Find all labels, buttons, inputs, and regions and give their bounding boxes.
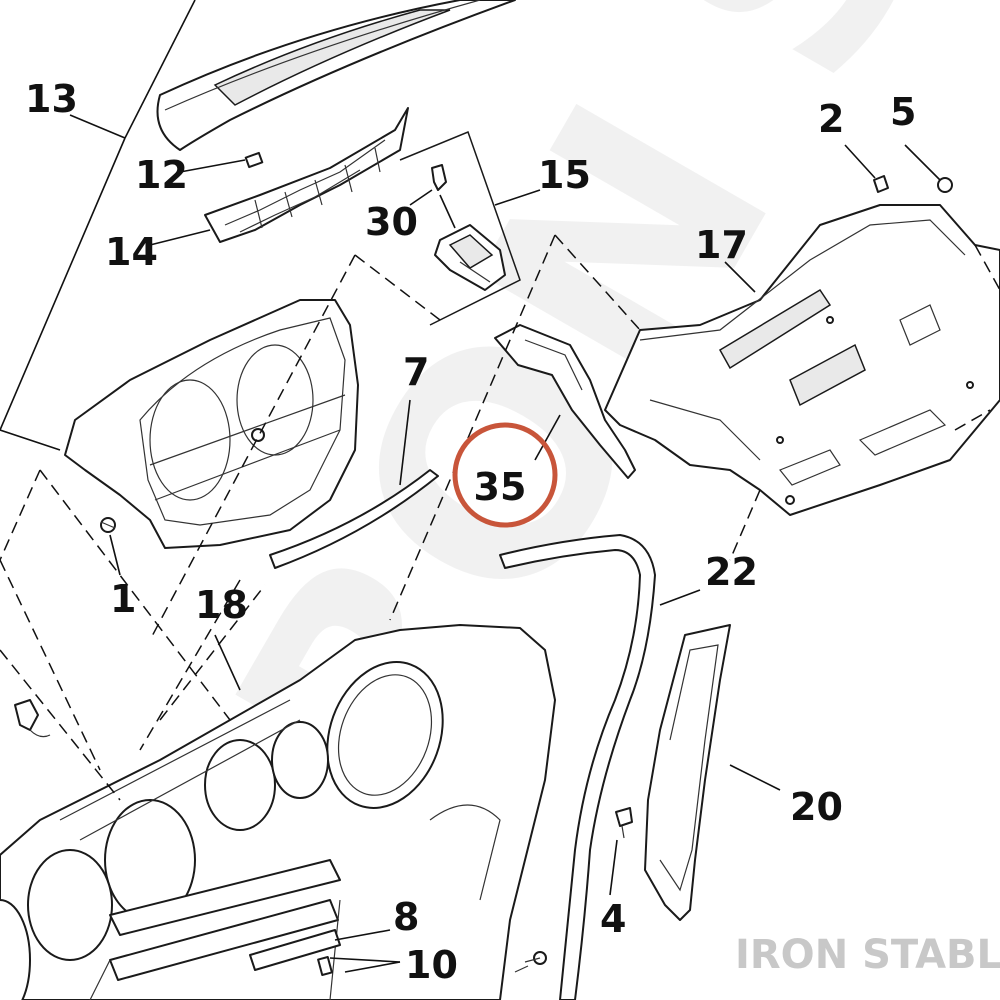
part-17-mount-plate: [604, 204, 1000, 516]
part-18-outer-fairing: [0, 624, 556, 1000]
callout-17: 17: [695, 223, 748, 267]
callout-1: 1: [110, 577, 136, 621]
callout-20: 20: [790, 785, 843, 829]
callout-22: 22: [705, 550, 758, 594]
callout-13: 13: [25, 77, 78, 121]
part-8-trim-bar: [249, 929, 341, 971]
callout-4: 4: [600, 897, 626, 941]
part-1-screw: [100, 517, 116, 533]
group-box-15: [399, 131, 521, 326]
part-5-nut: [937, 177, 953, 193]
callout-10: 10: [405, 943, 458, 987]
leader-lines: [0, 0, 941, 973]
part-10-clips: [317, 951, 547, 977]
callout-labels: 13 12 14 30 15 2 5 17 7 35 1 18 22 20 4 …: [25, 77, 916, 987]
callout-7: 7: [403, 350, 429, 394]
callout-15: 15: [538, 153, 591, 197]
callout-35: 35: [474, 465, 527, 509]
callout-30: 30: [365, 200, 418, 244]
part-35-shield-panel: [494, 324, 636, 479]
callout-18: 18: [195, 583, 248, 627]
part-7-trim-strip: [269, 469, 439, 569]
alignment-lines: [0, 234, 1000, 801]
part-13-trim-bezel: [156, 0, 516, 151]
part-2-screw: [873, 175, 889, 193]
part-left-connector: [14, 699, 51, 738]
callout-5: 5: [890, 90, 916, 134]
highlight-ring-35: [452, 422, 558, 528]
part-20-side-panel: [644, 624, 731, 921]
brand-watermark: IRON STABLE: [735, 932, 1000, 978]
part-4-push-pin: [615, 807, 633, 839]
callout-12: 12: [135, 153, 188, 197]
callout-14: 14: [105, 230, 158, 274]
part-30-connector: [431, 164, 447, 191]
part-12-clip: [244, 151, 264, 169]
part-inner-fairing-housing: [64, 299, 359, 549]
part-15-switch-housing: [434, 224, 506, 291]
part-14-bracket: [204, 107, 409, 243]
callout-8: 8: [393, 895, 419, 939]
callout-2: 2: [818, 97, 844, 141]
part-22-weatherstrip: [499, 534, 656, 1000]
